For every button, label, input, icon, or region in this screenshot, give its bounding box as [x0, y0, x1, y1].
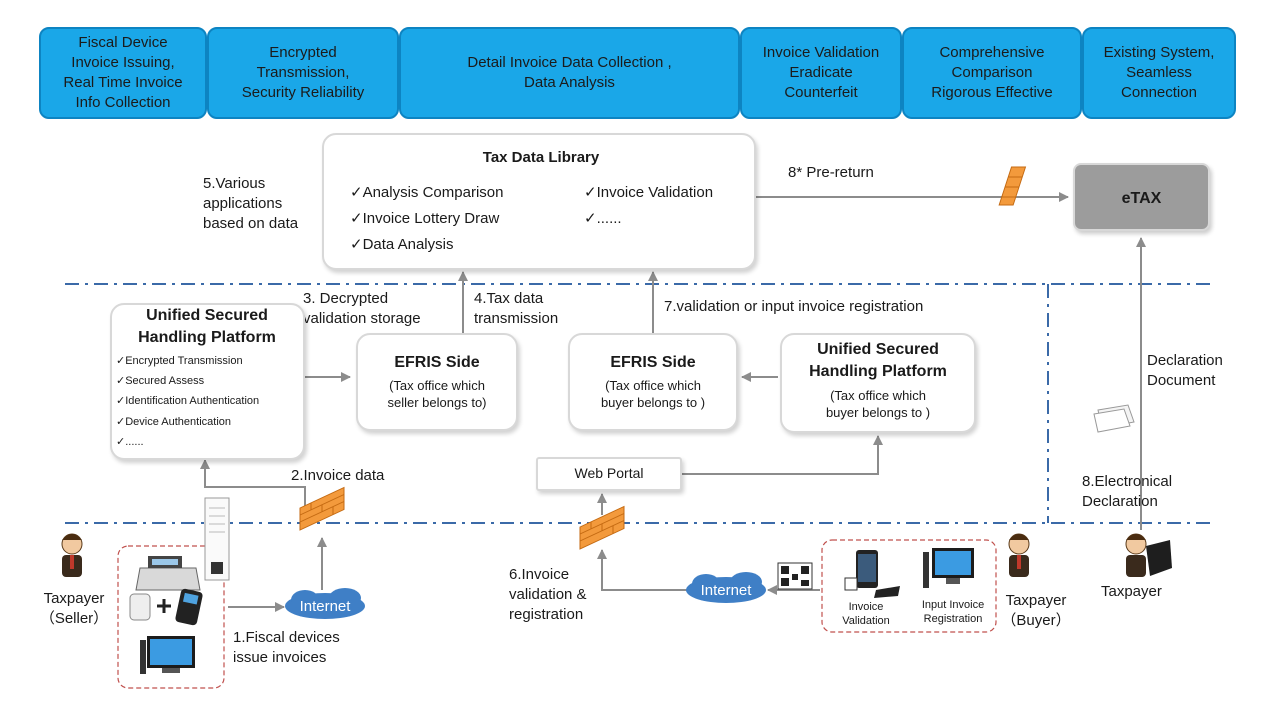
firewall-icon-left: [299, 486, 345, 531]
header-existing-system: Existing System, Seamless Connection: [1082, 27, 1236, 119]
label-fiscal-devices: 1.Fiscal devices issue invoices: [233, 629, 340, 666]
firewall-icon-middle: [579, 505, 625, 550]
label-various-applications: 5.Various applications based on data: [203, 175, 299, 232]
platform-item: ✓Encrypted Transmission: [116, 355, 243, 367]
label-taxpayer: Taxpayer: [1101, 583, 1162, 600]
efris-seller-subtitle: (Tax office which seller belongs to): [387, 378, 487, 410]
platform-item: ✓Device Authentication: [116, 416, 232, 428]
tax-data-library-title: Tax Data Library: [482, 149, 600, 166]
taxpayer-buyer-avatar: [1008, 533, 1030, 577]
unified-platform-right-subtitle: (Tax office which buyer belongs to ): [825, 388, 931, 420]
document-icon: [1093, 404, 1135, 433]
buyer-computer-icon: [923, 548, 974, 588]
efris-buyer-box: EFRIS Side (Tax office which buyer belon…: [568, 333, 738, 431]
efris-seller-box: EFRIS Side (Tax office which seller belo…: [356, 333, 518, 431]
library-item: ✓Invoice Validation: [584, 184, 714, 201]
label-invoice-data: 2.Invoice data: [291, 467, 385, 484]
label-declaration-document: Declaration Document: [1147, 352, 1223, 389]
firewall-icon-top: [998, 166, 1027, 206]
taxpayer-laptop-avatar: [1125, 533, 1172, 577]
internet-right-label: Internet: [700, 582, 752, 599]
header-detail-invoice-data: Detail Invoice Data Collection , Data An…: [399, 27, 740, 119]
header-fiscal-device: Fiscal Device Invoice Issuing, Real Time…: [39, 27, 207, 119]
phone-icon: [844, 550, 900, 598]
header-encrypted-transmission: Encrypted Transmission, Security Reliabi…: [207, 27, 399, 119]
desktop-computer-icon: [140, 636, 195, 674]
receipt-icon: [204, 497, 230, 581]
web-portal-box: Web Portal: [536, 457, 682, 491]
pos-terminal-icon: [175, 588, 203, 626]
cash-register-icon: [135, 556, 201, 591]
taxpayer-seller-avatar: [61, 533, 83, 577]
etax-box: eTAX: [1073, 163, 1210, 231]
platform-item: ✓Identification Authentication: [116, 395, 260, 407]
internet-cloud-right: [686, 572, 766, 603]
platform-item: ✓Secured Assess: [116, 375, 205, 387]
efris-seller-title: EFRIS Side: [394, 354, 480, 371]
label-validation-registration: 7.validation or input invoice registrati…: [664, 298, 924, 315]
label-input-invoice-registration: Input Invoice Registration: [921, 599, 985, 625]
library-item: ✓Data Analysis: [350, 236, 454, 253]
buyer-devices-box: [821, 539, 997, 633]
internet-cloud-left: [285, 588, 365, 619]
label-invoice-validation-registration: 6.Invoice validation & registration: [509, 566, 587, 623]
label-pre-return: 8* Pre-return: [788, 164, 874, 181]
qr-code-icon: [777, 562, 813, 590]
library-item: ✓......: [584, 210, 622, 227]
tax-data-library-box: Tax Data Library ✓Analysis Comparison ✓I…: [322, 133, 756, 270]
library-item: ✓Invoice Lottery Draw: [350, 210, 500, 227]
seller-devices-box: [117, 545, 225, 689]
efris-buyer-subtitle: (Tax office which buyer belongs to ): [600, 378, 706, 410]
efris-buyer-title: EFRIS Side: [610, 354, 696, 371]
label-decrypted-storage: 3. Decrypted validation storage: [303, 290, 421, 327]
label-tax-data-transmission: 4.Tax data transmission: [474, 290, 559, 327]
unified-platform-left-box: Unified Secured Handling Platform ✓Encry…: [110, 303, 305, 460]
unified-platform-left-title: Unified Secured Handling Platform: [138, 307, 276, 346]
label-taxpayer-buyer: Taxpayer （Buyer）: [1001, 592, 1071, 629]
header-invoice-validation: Invoice Validation Eradicate Counterfeit: [740, 27, 902, 119]
internet-left-label: Internet: [299, 598, 351, 615]
platform-item: ✓......: [116, 436, 144, 448]
card-reader-icon: [129, 593, 151, 621]
label-invoice-validation-icon: Invoice Validation: [842, 601, 890, 627]
unified-platform-right-box: Unified Secured Handling Platform (Tax o…: [780, 333, 976, 433]
label-electronical-declaration: 8.Electronical Declaration: [1082, 473, 1173, 510]
header-comprehensive-comparison: Comprehensive Comparison Rigorous Effect…: [902, 27, 1082, 119]
label-taxpayer-seller: Taxpayer （Seller）: [39, 590, 109, 627]
unified-platform-right-title: Unified Secured Handling Platform: [809, 341, 947, 380]
library-item: ✓Analysis Comparison: [350, 184, 504, 201]
